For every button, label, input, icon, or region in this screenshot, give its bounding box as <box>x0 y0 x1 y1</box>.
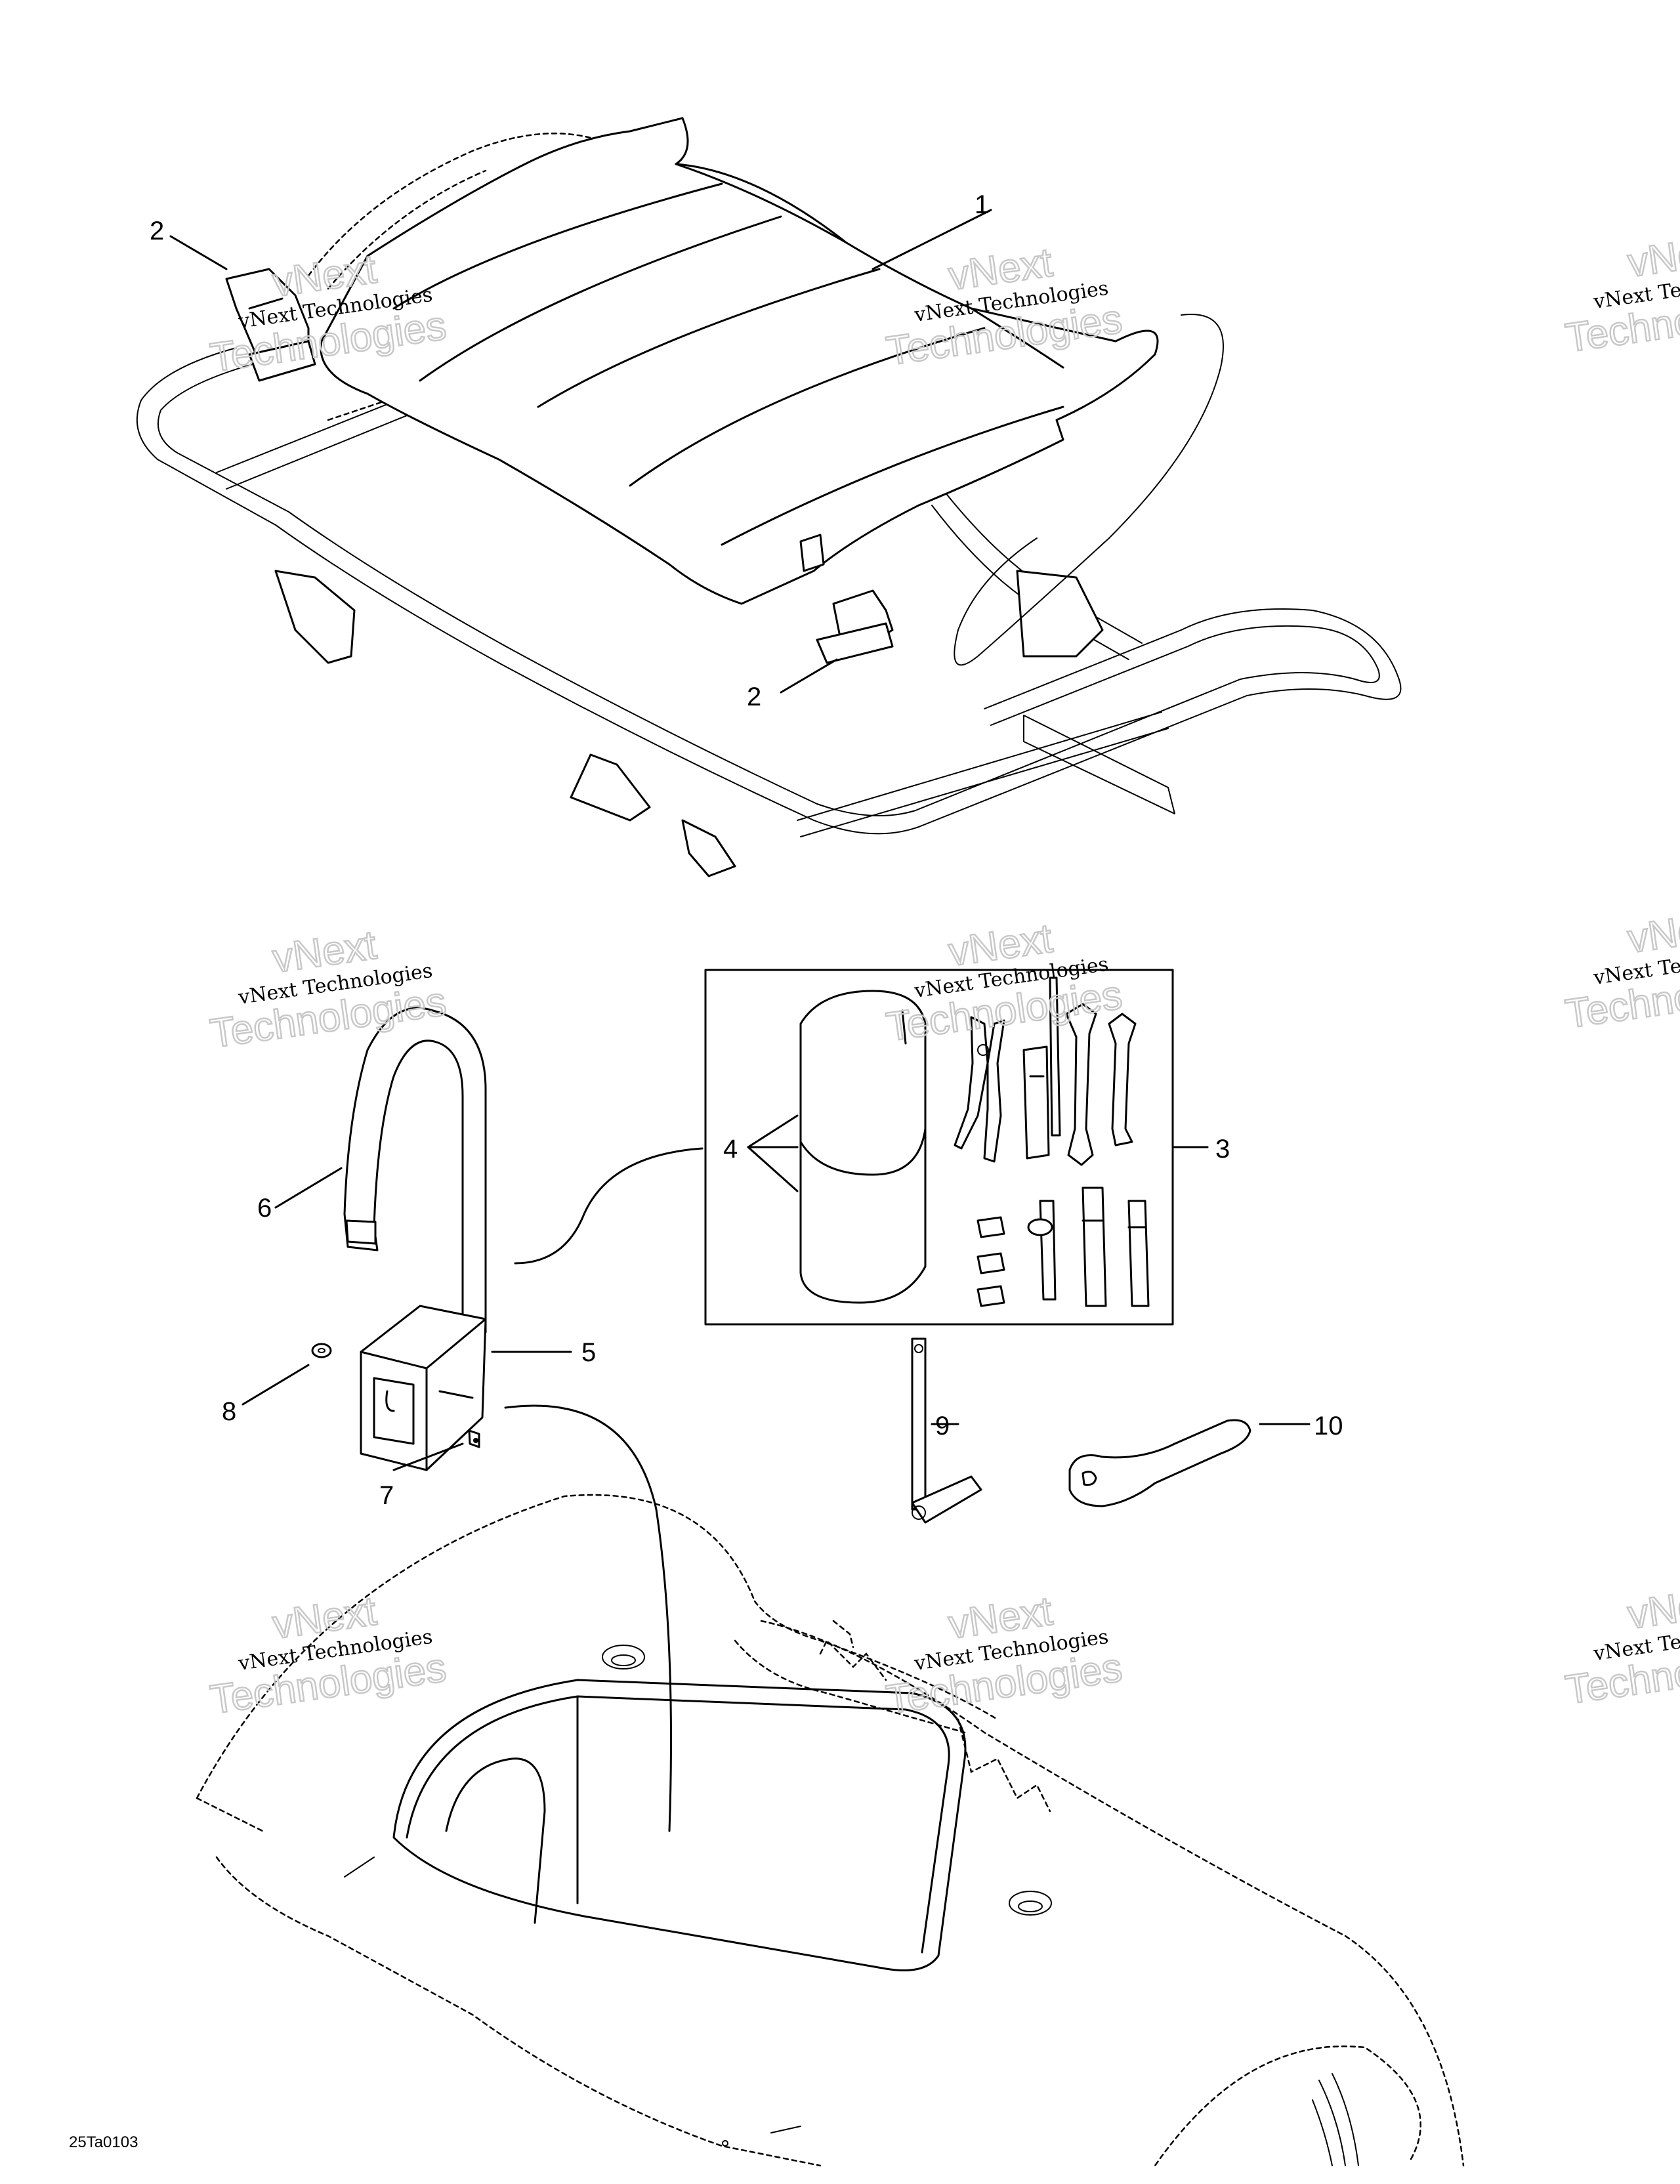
callout-6: 6 <box>257 1194 272 1223</box>
callout-1: 1 <box>975 190 989 219</box>
callout-3: 3 <box>1215 1135 1230 1164</box>
screw <box>468 1429 480 1448</box>
svg-text:vNext: vNext <box>1625 227 1680 286</box>
page-mark <box>722 2140 728 2147</box>
callout-labels: 1 2 2 3 4 5 6 7 8 9 10 <box>150 190 1343 1510</box>
clip-lower-center <box>799 534 894 664</box>
callout-2-lower: 2 <box>747 682 761 711</box>
clip-upper-left <box>225 268 316 382</box>
part-9-tool <box>911 1337 982 1524</box>
tool-kit-box <box>704 969 1174 1326</box>
callout-8: 8 <box>222 1397 236 1426</box>
vehicle-body <box>196 1494 1465 2167</box>
part-10-spanner <box>1068 1419 1251 1507</box>
callout-7: 7 <box>379 1481 394 1510</box>
svg-text:vNext: vNext <box>1625 1579 1680 1638</box>
callout-10: 10 <box>1314 1412 1343 1440</box>
watermark-9: vNext vNext Technologies Technologies <box>1562 1578 1680 1713</box>
washer <box>311 1343 332 1358</box>
callout-2-upper: 2 <box>150 217 164 245</box>
rear-rack-frame <box>136 133 1402 877</box>
watermark-7: vNext vNext Technologies Technologies <box>207 1587 450 1723</box>
figure-id: 25Ta0103 <box>69 2133 138 2151</box>
callout-5: 5 <box>581 1338 596 1367</box>
rack-cover <box>320 117 1159 605</box>
watermark-6: vNext vNext Technologies Technologies <box>1562 902 1680 1038</box>
holder-box <box>360 1305 487 1471</box>
watermark-8: vNext vNext Technologies Technologies <box>883 1587 1126 1723</box>
watermark-3: vNext vNext Technologies Technologies <box>1562 226 1680 362</box>
callout-leaders <box>169 209 1311 1471</box>
watermark-4: vNext vNext Technologies Technologies <box>207 921 450 1057</box>
strap <box>343 1007 487 1334</box>
callout-9: 9 <box>935 1412 950 1440</box>
svg-text:vNext: vNext <box>1625 903 1680 962</box>
callout-4: 4 <box>723 1135 738 1164</box>
